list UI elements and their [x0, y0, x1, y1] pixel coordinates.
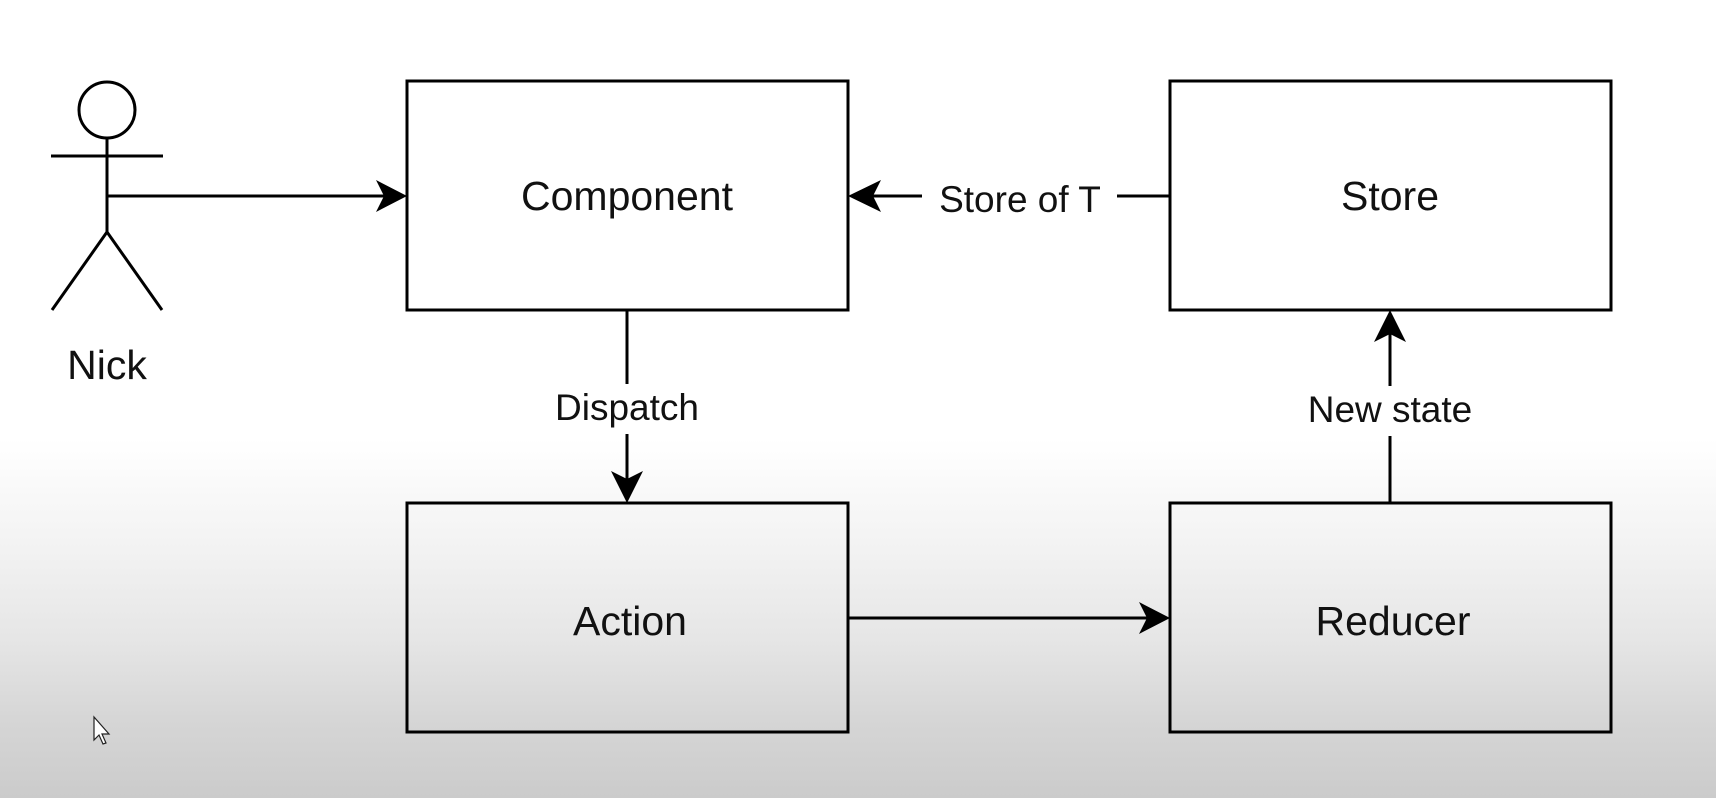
arrowhead-up-icon: [1374, 310, 1406, 342]
edge-component-to-action: Dispatch: [555, 310, 699, 503]
node-action: Action: [405, 501, 850, 734]
node-reducer-label: Reducer: [1316, 598, 1471, 644]
actor-head: [77, 80, 137, 140]
actor-right-leg: [105, 231, 164, 311]
node-reducer: Reducer: [1168, 501, 1613, 734]
edge-actor-to-component: [107, 180, 407, 212]
actor-left-leg: [50, 231, 109, 311]
arrowhead-right-icon: [376, 180, 407, 212]
node-component-label: Component: [521, 173, 734, 219]
edge-label-dispatch: Dispatch: [555, 387, 699, 428]
mouse-pointer-icon: [93, 715, 111, 745]
edge-label-store-of-t: Store of T: [939, 179, 1101, 220]
node-action-label: Action: [573, 598, 687, 644]
actor-nick: Nick: [50, 80, 164, 388]
arrowhead-right-icon: [1139, 602, 1170, 634]
edge-reducer-to-store: New state: [1308, 310, 1473, 503]
node-store: Store: [1168, 79, 1613, 312]
node-store-label: Store: [1341, 173, 1439, 219]
node-component: Component: [405, 79, 850, 312]
edge-label-new-state: New state: [1308, 389, 1473, 430]
arrowhead-left-icon: [848, 180, 881, 212]
edge-action-to-reducer: [848, 602, 1170, 634]
arrowhead-down-icon: [611, 471, 643, 503]
edge-store-to-component: Store of T: [848, 179, 1170, 220]
actor-label: Nick: [67, 342, 147, 388]
